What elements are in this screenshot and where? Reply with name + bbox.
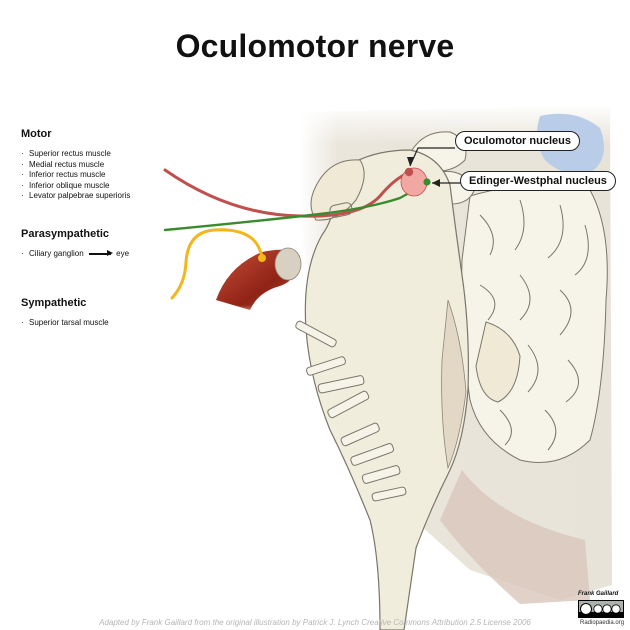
list-item: Medial rectus muscle: [21, 160, 130, 171]
edinger-westphal-nucleus-mark: [423, 178, 431, 186]
oculomotor-nucleus-callout: Oculomotor nucleus: [455, 131, 580, 151]
motor-heading: Motor: [21, 128, 52, 140]
dural-sleeve: [329, 202, 353, 218]
motor-fiber: [163, 168, 412, 218]
list-item: Superior rectus muscle: [21, 149, 130, 160]
edinger-westphal-nucleus-callout: Edinger-Westphal nucleus: [460, 171, 616, 191]
list-item: Levator palpebrae superioris: [21, 191, 130, 202]
cerebellum: [461, 183, 608, 463]
carotid-artery: [205, 247, 302, 320]
eye-label: eye: [116, 249, 130, 258]
cc-license-icon: [578, 600, 624, 618]
parasympathetic-heading: Parasympathetic: [21, 228, 110, 240]
sympathetic-fiber-end: [258, 254, 266, 262]
list-item: Ciliary ganglion eye: [21, 249, 129, 260]
fourth-ventricle: [441, 299, 467, 470]
signature: Frank Gaillard: [578, 591, 619, 597]
list-item: Inferior rectus muscle: [21, 170, 130, 181]
page-title: Oculomotor nerve: [175, 28, 455, 64]
sympathetic-fiber: [170, 228, 264, 300]
parasympathetic-list: Ciliary ganglion eye: [21, 249, 129, 260]
cranial-nerve-stubs: [295, 320, 407, 502]
sympathetic-list: Superior tarsal muscle: [21, 318, 109, 329]
ciliary-ganglion-label: Ciliary ganglion: [29, 249, 84, 258]
arrow-right-icon: [88, 250, 113, 257]
sympathetic-heading: Sympathetic: [21, 297, 87, 309]
list-item: Inferior oblique muscle: [21, 181, 130, 192]
list-item: Superior tarsal muscle: [21, 318, 109, 329]
site-label: Radiopaedia.org: [580, 620, 625, 626]
motor-list: Superior rectus muscle Medial rectus mus…: [21, 149, 130, 202]
credit-line: Adapted by Frank Gaillard from the origi…: [99, 618, 531, 627]
